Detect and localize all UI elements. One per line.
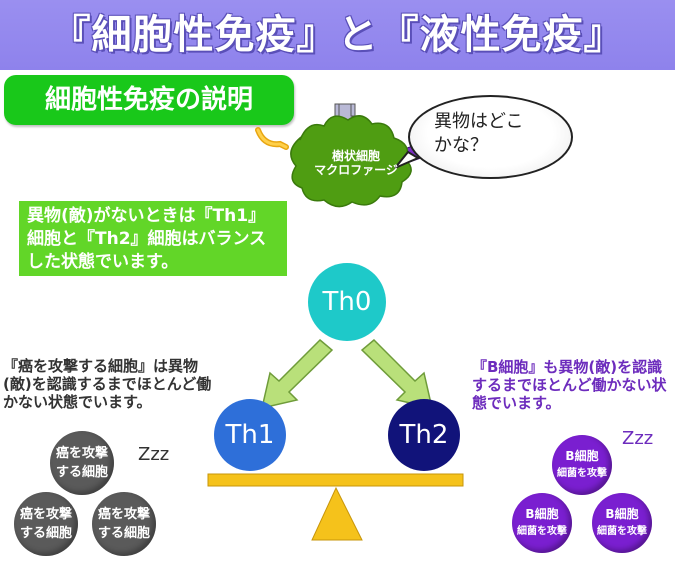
page-title: 『細胞性免疫』と『液性免疫』 [50,12,625,58]
balance-fulcrum [311,486,363,541]
b-cell-line1: B細胞 [565,449,599,463]
dendritic-cell-body [290,115,412,208]
cancer-cell: 癌を攻撃 する細胞 [50,431,114,495]
section-label: 細胞性免疫の説明 [4,75,294,125]
title-bar [0,0,675,70]
b-cell-line2: 細菌を攻撃 [557,468,607,479]
receptor-left-icon [255,127,289,150]
b-cell: B細胞 細菌を攻撃 [552,435,612,495]
cancer-cell-line2: する細胞 [97,526,150,541]
cancer-cell: 癌を攻撃 する細胞 [92,492,156,556]
th0-node: Th0 [308,263,386,341]
speech-line-2: かな？ [434,135,488,156]
b-cell: B細胞 細菌を攻撃 [592,493,652,553]
dendritic-cell-subname: マクロファージ [314,163,398,177]
cancer-cell-note: 『癌を攻撃する細胞』は異物(敵)を認識するまでほとんど働かない状態でいます。 [3,357,212,411]
cancer-cell-line1: 癌を攻撃 [97,507,150,522]
cancer-cell-line1: 癌を攻撃 [55,446,108,461]
dendritic-cell-name: 樹状細胞 [331,149,380,163]
arrow-to-th2-icon [360,338,433,409]
b-cell-line1: B細胞 [525,507,559,521]
arrow-to-th1-icon [261,338,334,409]
th2-node: Th2 [388,399,460,471]
sleep-zzz-left: Zzz [138,444,170,465]
dendritic-cell-label: 樹状細胞 マクロファージ [302,149,410,177]
balance-note: 異物(敵)がないときは『Th1』細胞と『Th2』細胞はバランスした状態でいます。 [19,201,287,276]
b-cell-line1: B細胞 [605,507,639,521]
speech-bubble: 異物はどこ かな？ [408,95,573,179]
th1-node: Th1 [214,399,286,471]
cancer-cell-line2: する細胞 [55,465,108,480]
b-cell-note: 『B細胞』も異物(敵)を認識するまでほとんど働かない状態でいます。 [472,358,667,412]
b-cell-line2: 細菌を攻撃 [597,526,647,537]
cancer-cell-line1: 癌を攻撃 [19,507,72,522]
cancer-cell-line2: する細胞 [19,526,72,541]
speech-line-1: 異物はどこ [434,111,524,132]
b-cell-line2: 細菌を攻撃 [517,526,567,537]
b-cell: B細胞 細菌を攻撃 [512,493,572,553]
sleep-zzz-right: Zzz [622,428,654,449]
cancer-cell: 癌を攻撃 する細胞 [14,492,78,556]
balance-beam [207,473,464,487]
